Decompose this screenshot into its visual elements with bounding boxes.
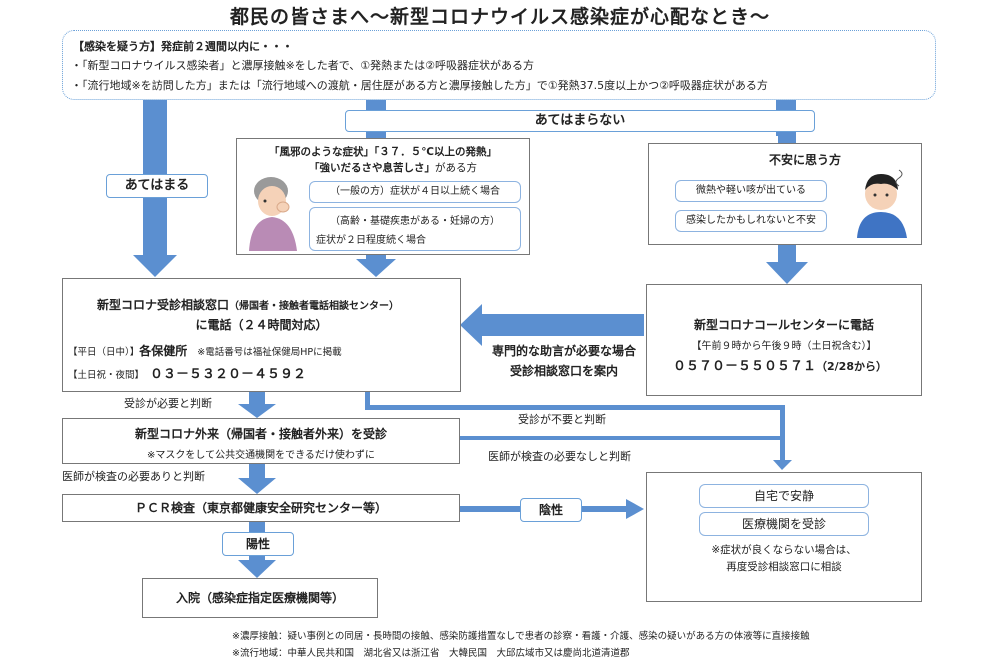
- hospital-box: 入院（感染症指定医療機関等）: [142, 578, 378, 618]
- label-doctor-no-test: 医師が検査の必要なしと判断: [488, 450, 631, 463]
- cold-line-2-wrap: 「強いだるさや息苦しさ」がある方: [309, 160, 477, 175]
- call-center-box: 新型コロナコールセンターに電話 【午前９時から午後９時（土日祝含む）】 ０５７０…: [646, 284, 922, 396]
- call-hours: 【午前９時から午後９時（土日祝含む）】: [691, 341, 877, 352]
- criteria-box: 【感染を疑う方】発症前２週間以内に・・・ ・「新型コロナウイルス感染者」と濃厚接…: [62, 30, 936, 100]
- label-not-applicable: あてはまらない: [345, 110, 815, 132]
- label-exam-needed: 受診が必要と判断: [124, 397, 212, 410]
- footnote-close-contact: ※濃厚接触：疑い事例との同居・長時間の接触、感染防護措置なしで患者の診察・看護・…: [232, 631, 810, 642]
- worried-item-1: 微熱や軽い咳が出ている: [675, 180, 827, 202]
- home-note-1: ※症状が良くならない場合は、: [711, 544, 857, 556]
- call-tel: ０５７０－５５０５７１: [673, 359, 817, 374]
- label-positive: 陽性: [222, 532, 294, 556]
- outpatient-title: 新型コロナ外来（帰国者・接触者外来）を受診: [134, 427, 387, 441]
- consult-weekday-wrap: 【平日（日中）】各保健所 ※電話番号は福祉保健局HPに掲載: [68, 340, 342, 359]
- criteria-heading: 【感染を疑う方】発症前２週間以内に・・・: [73, 40, 293, 53]
- cold-line-2b: がある方: [435, 162, 477, 174]
- elderly-woman-icon: [249, 177, 297, 251]
- pcr-box: ＰＣＲ検査（東京都健康安全研究センター等）: [62, 494, 460, 522]
- page-title: 都民の皆さまへ～新型コロナウイルス感染症が心配なとき～: [229, 6, 770, 28]
- consult-line-1: 新型コロナ受診相談窓口: [97, 298, 230, 312]
- consult-holiday-tel: ０３－５３２０－４５９２: [150, 367, 307, 382]
- cold-line-2: 「強いだるさや息苦しさ」: [309, 162, 435, 174]
- consult-line-2: に電話（２４時間対応）: [195, 318, 328, 332]
- consult-line-1-wrap: 新型コロナ受診相談窓口（帰国者・接触者電話相談センター）: [97, 294, 399, 313]
- case-high-risk: （高齢・基礎疾患がある・妊婦の方） 症状が２日程度続く場合: [309, 207, 521, 251]
- home-note-2: 再度受診相談窓口に相談: [726, 561, 842, 573]
- criteria-line-2: ・「流行地域※を訪問した方」または「流行地域への渡航・居住歴がある方と濃厚接触し…: [71, 79, 768, 92]
- case-high-risk-line-2: 症状が２日程度続く場合: [316, 235, 426, 246]
- consult-weekday: 【平日（日中）】: [68, 347, 140, 358]
- consultation-box: 新型コロナ受診相談窓口（帰国者・接触者電話相談センター） に電話（２４時間対応）…: [62, 278, 461, 392]
- case-high-risk-line-1: （高齢・基礎疾患がある・妊婦の方）: [330, 216, 500, 227]
- cold-symptoms-box: 「風邪のような症状」「３７．５℃以上の発熱」 「強いだるさや息苦しさ」がある方 …: [236, 138, 530, 255]
- worried-title: 不安に思う方: [769, 153, 842, 167]
- cold-line-1: 「風邪のような症状」「３７．５℃以上の発熱」: [269, 146, 497, 158]
- outpatient-box: 新型コロナ外来（帰国者・接触者外来）を受診 ※マスクをして公共交通機関をできるだ…: [62, 418, 460, 464]
- label-negative: 陰性: [520, 498, 582, 522]
- consult-weekday-note: ※電話番号は福祉保健局HPに掲載: [197, 347, 342, 358]
- home-see-doctor: 医療機関を受診: [699, 512, 869, 536]
- criteria-line-1: ・「新型コロナウイルス感染者」と濃厚接触※をした者で、①発熱または②呼吸器症状が…: [71, 59, 534, 72]
- label-applicable: あてはまる: [106, 174, 208, 198]
- call-since: （2/28から）: [816, 360, 887, 373]
- footnote-epidemic-area: ※流行地域：中華人民共和国 湖北省又は浙江省 大韓民国 大邱広域市又は慶尚北道清…: [232, 648, 630, 659]
- label-doctor-test: 医師が検査の必要ありと判断: [62, 470, 205, 483]
- label-exam-not-needed: 受診が不要と判断: [518, 413, 606, 426]
- home-rest: 自宅で安静: [699, 484, 869, 508]
- consult-holiday: 【土日祝・夜間】: [68, 370, 145, 381]
- home-care-box: 自宅で安静 医療機関を受診 ※症状が良くならない場合は、 再度受診相談窓口に相談: [646, 472, 922, 602]
- outpatient-note: ※マスクをして公共交通機関をできるだけ使わずに: [147, 450, 375, 461]
- advice-label-2: 受診相談窓口を案内: [509, 364, 618, 378]
- worried-man-icon: [857, 169, 907, 238]
- consult-holiday-wrap: 【土日祝・夜間】 ０３－５３２０－４５９２: [68, 363, 306, 382]
- advice-label-1: 専門的な助言が必要な場合: [491, 344, 636, 358]
- worried-item-2: 感染したかもしれないと不安: [675, 210, 827, 232]
- case-general: （一般の方）症状が４日以上続く場合: [309, 181, 521, 203]
- call-tel-wrap: ０５７０－５５０５７１（2/28から）: [673, 355, 887, 374]
- worried-box: 不安に思う方 微熱や軽い咳が出ている 感染したかもしれないと不安: [648, 143, 922, 245]
- consult-line-1b: （帰国者・接触者電話相談センター）: [229, 301, 400, 312]
- call-title: 新型コロナコールセンターに電話: [693, 318, 874, 332]
- consult-weekday-place: 各保健所: [139, 344, 188, 358]
